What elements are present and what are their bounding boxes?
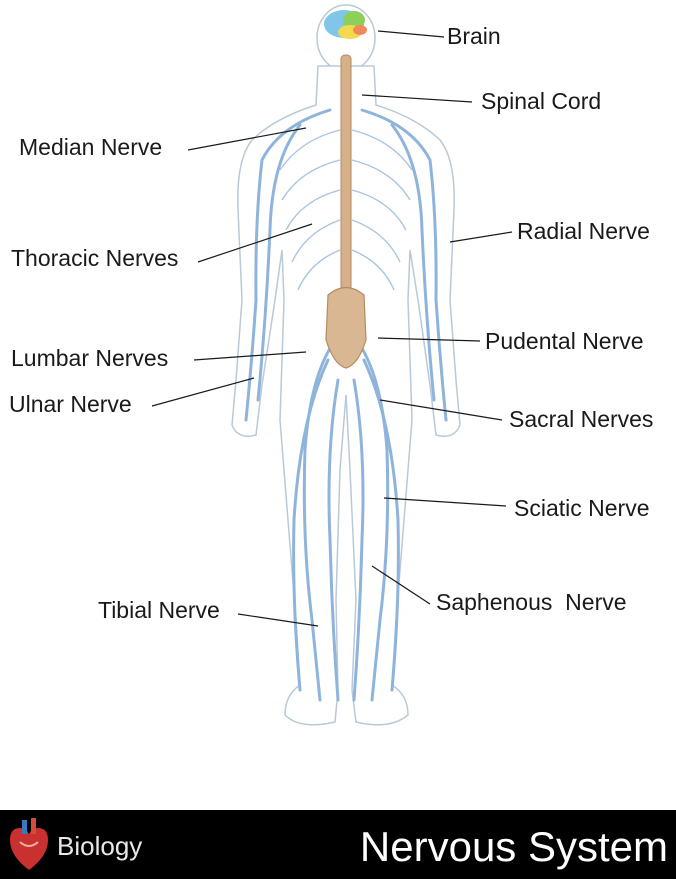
- label-pudental-nerve: Pudental Nerve: [485, 330, 644, 353]
- label-brain: Brain: [447, 25, 501, 48]
- label-sacral-nerves: Sacral Nerves: [509, 408, 653, 431]
- label-ulnar-nerve: Ulnar Nerve: [9, 393, 132, 416]
- label-tibial-nerve: Tibial Nerve: [98, 599, 220, 622]
- footer-title: Nervous System: [360, 826, 668, 868]
- label-radial-nerve: Radial Nerve: [517, 220, 650, 243]
- label-thoracic-nerves: Thoracic Nerves: [11, 247, 178, 270]
- footer-subject: Biology: [57, 833, 142, 859]
- label-spinal-cord: Spinal Cord: [481, 90, 601, 113]
- label-median-nerve: Median Nerve: [19, 136, 162, 159]
- label-sciatic-nerve: Sciatic Nerve: [514, 497, 649, 520]
- label-saphenous-nerve: Saphenous Nerve: [436, 591, 627, 614]
- label-lumbar-nerves: Lumbar Nerves: [11, 347, 168, 370]
- heart-icon: [4, 816, 54, 874]
